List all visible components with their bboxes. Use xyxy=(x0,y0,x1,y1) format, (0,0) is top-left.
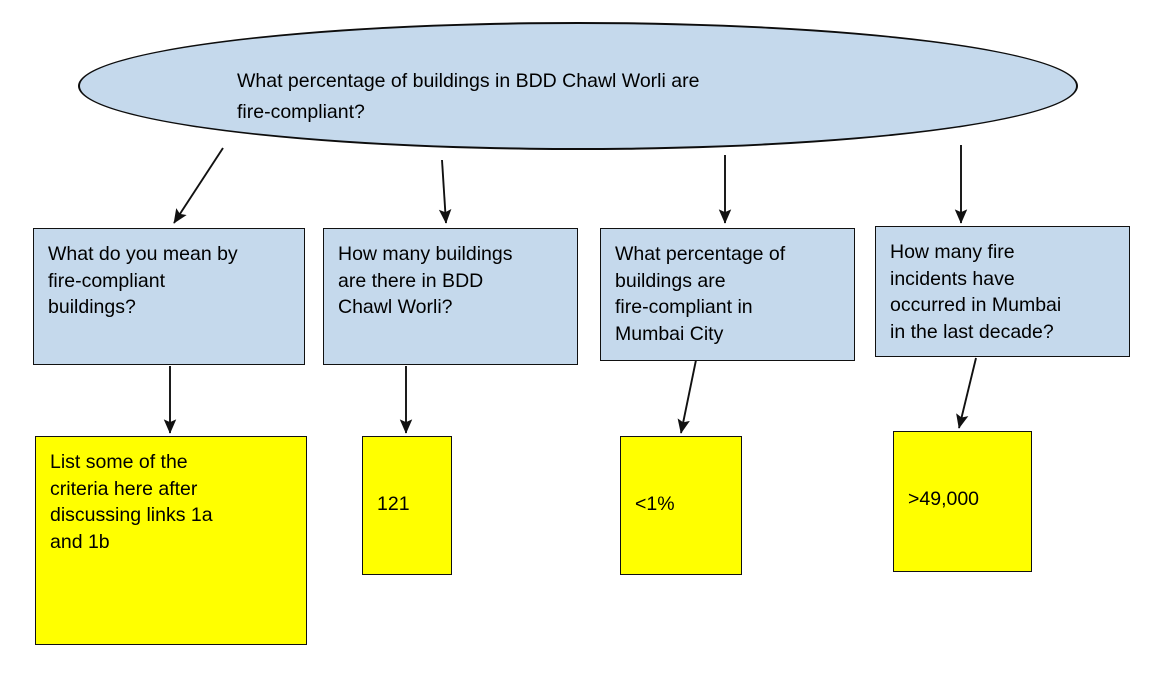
sub-question-box-3[interactable]: What percentage of buildings are fire-co… xyxy=(600,228,855,361)
answer-box-1[interactable]: List some of the criteria here after dis… xyxy=(35,436,307,645)
answer-label-3: <1% xyxy=(635,493,675,515)
sub-question-label-1: What do you mean by fire-compliant build… xyxy=(48,243,238,318)
sub-question-box-2[interactable]: How many buildings are there in BDD Chaw… xyxy=(323,228,578,365)
answer-box-4[interactable]: >49,000 xyxy=(893,431,1032,572)
sub-question-box-1[interactable]: What do you mean by fire-compliant build… xyxy=(33,228,305,365)
sub-question-label-2: How many buildings are there in BDD Chaw… xyxy=(338,243,513,318)
sub-question-label-3: What percentage of buildings are fire-co… xyxy=(615,243,786,345)
answer-box-3[interactable]: <1% xyxy=(620,436,742,575)
answer-label-4: >49,000 xyxy=(908,488,980,510)
answer-label-2: 121 xyxy=(377,493,410,515)
root-question-label: What percentage of buildings in BDD Chaw… xyxy=(237,70,700,123)
root-question-ellipse[interactable]: What percentage of buildings in BDD Chaw… xyxy=(78,22,1078,150)
answer-label-1: List some of the criteria here after dis… xyxy=(50,451,213,553)
sub-question-box-4[interactable]: How many fire incidents have occurred in… xyxy=(875,226,1130,357)
answer-box-2[interactable]: 121 xyxy=(362,436,452,575)
sub-question-label-4: How many fire incidents have occurred in… xyxy=(890,241,1062,343)
